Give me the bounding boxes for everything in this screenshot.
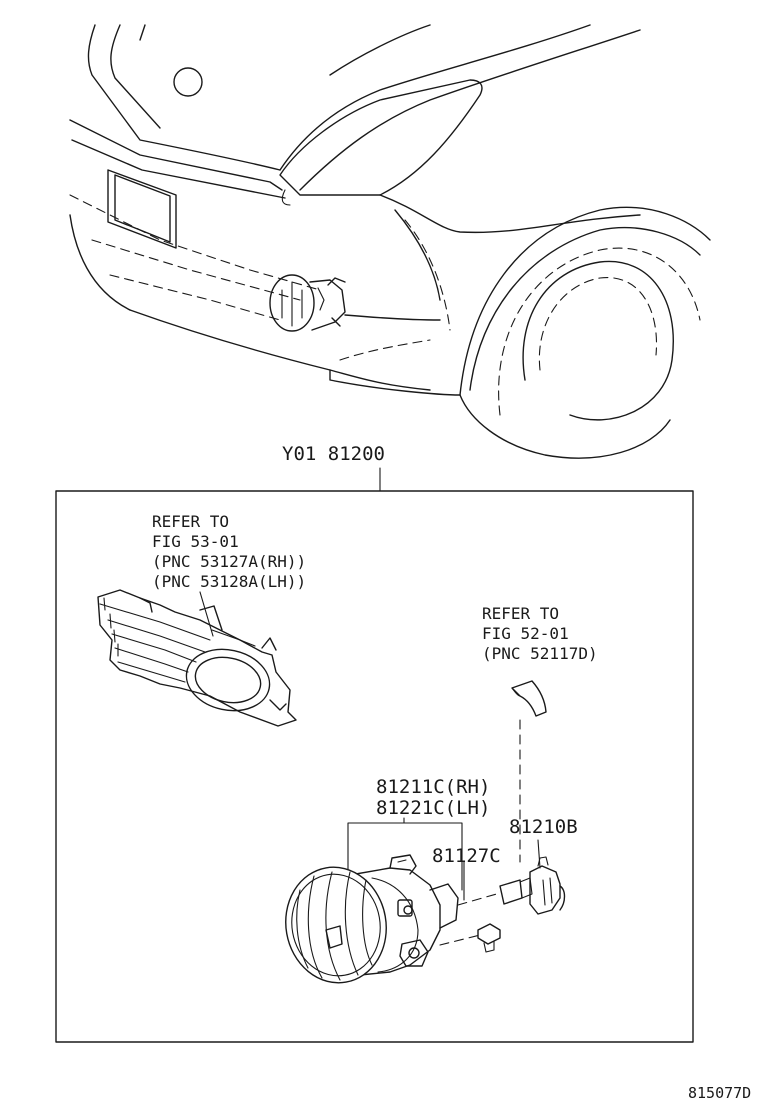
bulb-cover-ref-line-2: FIG 52-01 bbox=[482, 624, 569, 643]
lamp-bulb-dashed-line bbox=[457, 892, 501, 906]
grille-ref-line-3: (PNC 53127A(RH)) bbox=[152, 552, 306, 571]
fog-lamp-assembly bbox=[285, 854, 459, 984]
lamp-leader-bracket bbox=[347, 817, 463, 891]
assembly-code-label: Y01 81200 bbox=[282, 443, 385, 465]
grille-ref-line-2: FIG 53-01 bbox=[152, 532, 239, 551]
bulb-cover-reference-text: REFER TO FIG 52-01 (PNC 52117D) bbox=[482, 604, 598, 663]
bulb-cover bbox=[511, 680, 547, 717]
lamp-rh-label: 81211C(RH) bbox=[376, 776, 490, 798]
bulb-label: 81210B bbox=[509, 816, 578, 838]
grille-ref-line-4: (PNC 53128A(LH)) bbox=[152, 572, 306, 591]
grille-leader-line bbox=[199, 591, 214, 637]
screw bbox=[477, 923, 501, 953]
bulb-leader-line bbox=[537, 839, 541, 869]
car-front-illustration bbox=[69, 24, 711, 459]
screw-label: 81127C bbox=[432, 845, 501, 867]
grille-reference-text: REFER TO FIG 53-01 (PNC 53127A(RH)) (PNC… bbox=[152, 512, 306, 591]
parts-box bbox=[55, 490, 694, 1043]
grille-ref-line-1: REFER TO bbox=[152, 512, 229, 531]
bulb-cover-ref-line-1: REFER TO bbox=[482, 604, 559, 623]
fog-lamp-grille bbox=[97, 589, 297, 727]
lamp-lh-label: 81221C(LH) bbox=[376, 797, 490, 819]
bulb-cover-ref-line-3: (PNC 52117D) bbox=[482, 644, 598, 663]
bulb bbox=[499, 856, 566, 915]
lamp-screw-dashed-line bbox=[439, 934, 481, 946]
figure-id-label: 815077D bbox=[688, 1084, 751, 1102]
